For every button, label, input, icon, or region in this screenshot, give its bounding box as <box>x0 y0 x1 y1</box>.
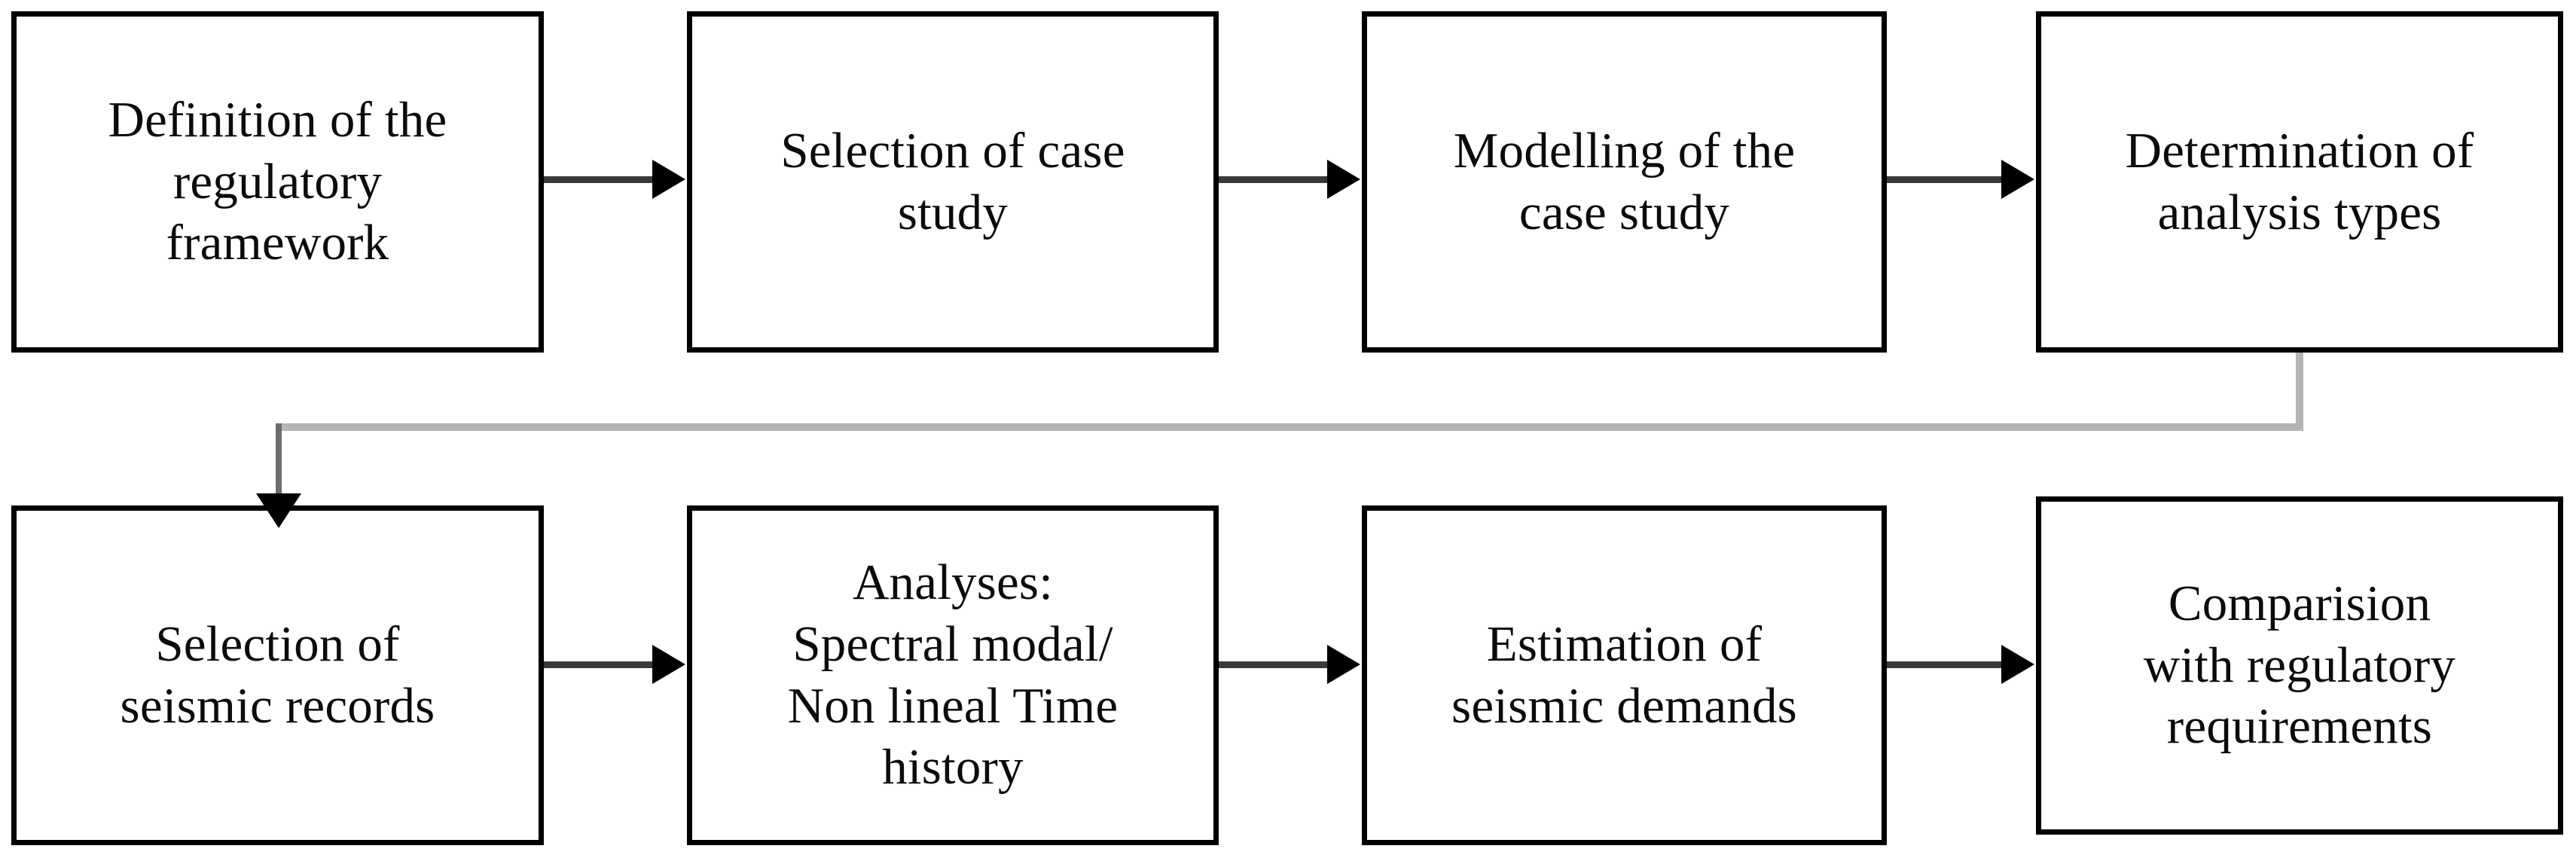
flowchart-node-modelling-case-study[interactable]: Modelling of the case study <box>1362 11 1887 353</box>
arrow-right-icon <box>652 645 685 684</box>
flowchart-node-selection-seismic-records[interactable]: Selection of seismic records <box>11 505 544 845</box>
node-label: Definition of the regulatory framework <box>108 91 447 271</box>
node-label: Selection of seismic records <box>120 615 435 734</box>
connector-line-node7-to-node8 <box>1887 661 2001 668</box>
node-label: Estimation of seismic demands <box>1451 615 1797 734</box>
flowchart-node-comparision-regulatory-requirements[interactable]: Comparision with regulatory requirements <box>2036 496 2563 835</box>
arrow-right-icon <box>652 160 685 199</box>
connector-line-node5-to-node6 <box>544 661 655 668</box>
flowchart-node-definition-regulatory-framework[interactable]: Definition of the regulatory framework <box>11 11 544 353</box>
arrow-down-icon <box>256 493 301 528</box>
arrow-right-icon <box>2001 645 2034 684</box>
flowchart-node-estimation-seismic-demands[interactable]: Estimation of seismic demands <box>1362 505 1887 845</box>
arrow-right-icon <box>1327 160 1360 199</box>
arrow-right-icon <box>2001 160 2034 199</box>
flowchart-node-determination-analysis-types[interactable]: Determination of analysis types <box>2036 11 2563 353</box>
arrow-right-icon <box>1327 645 1360 684</box>
connector-line-node6-to-node7 <box>1219 661 1330 668</box>
node-label: Determination of analysis types <box>2125 122 2474 240</box>
node-label: Modelling of the case study <box>1453 122 1796 240</box>
connector-segment-node4-descend <box>2296 353 2303 431</box>
connector-line-node3-to-node4 <box>1887 176 2001 183</box>
flowchart-node-selection-case-study[interactable]: Selection of case study <box>687 11 1219 353</box>
connector-segment-node4-to-node5-horizontal <box>276 423 2303 431</box>
node-label: Comparision with regulatory requirements <box>2143 575 2456 755</box>
connector-segment-node5-descend <box>276 423 282 506</box>
node-label: Selection of case study <box>780 122 1125 240</box>
connector-line-node1-to-node2 <box>544 176 655 183</box>
connector-line-node2-to-node3 <box>1219 176 1330 183</box>
node-label: Analyses: Spectral modal/ Non lineal Tim… <box>787 554 1119 795</box>
flowchart-node-analyses-spectral-modal-time-history[interactable]: Analyses: Spectral modal/ Non lineal Tim… <box>687 505 1219 845</box>
